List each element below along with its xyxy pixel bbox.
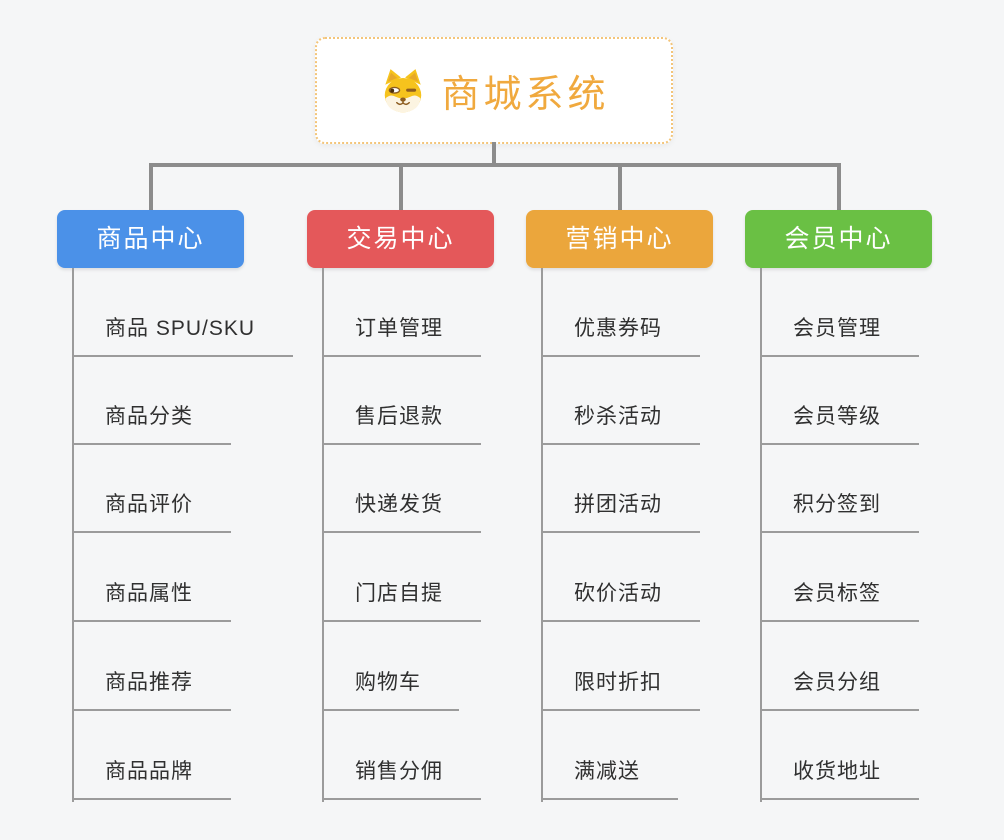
leaf-node[interactable]: 限时折扣 [542, 669, 700, 711]
branch-spine-product-center [72, 268, 74, 802]
root-title: 商城系统 [441, 74, 610, 116]
leaf-node[interactable]: 拼团活动 [542, 491, 700, 533]
leaf-node[interactable]: 收货地址 [761, 758, 919, 800]
leaf-node[interactable]: 销售分佣 [323, 758, 481, 800]
branch-spine-marketing-center [541, 268, 543, 802]
leaf-node[interactable]: 快递发货 [323, 491, 481, 533]
connector-drop-trade-center [398, 163, 403, 210]
connector-drop-product-center [148, 163, 153, 210]
connector-drop-marketing-center [617, 163, 622, 210]
leaf-node[interactable]: 商品品牌 [73, 758, 231, 800]
leaf-node[interactable]: 砍价活动 [542, 580, 700, 622]
leaf-node[interactable]: 优惠券码 [542, 315, 700, 357]
leaf-node[interactable]: 商品推荐 [73, 669, 231, 711]
root-node[interactable]: 商城系统 [315, 37, 673, 144]
branch-spine-member-center [760, 268, 762, 802]
branch-node-trade-center[interactable]: 交易中心 [307, 210, 494, 268]
leaf-node[interactable]: 会员分组 [761, 669, 919, 711]
leaf-node[interactable]: 会员管理 [761, 315, 919, 357]
leaf-node[interactable]: 商品评价 [73, 491, 231, 533]
leaf-node[interactable]: 积分签到 [761, 491, 919, 533]
connector-root-stub [492, 142, 496, 167]
shiba-dog-icon [385, 68, 422, 112]
leaf-node[interactable]: 商品分类 [73, 403, 231, 445]
branch-node-product-center[interactable]: 商品中心 [57, 210, 244, 268]
branch-node-member-center[interactable]: 会员中心 [745, 210, 932, 268]
connector-horizontal [148, 163, 841, 167]
leaf-node[interactable]: 商品 SPU/SKU [73, 315, 294, 357]
leaf-node[interactable]: 购物车 [323, 669, 459, 711]
leaf-node[interactable]: 商品属性 [73, 580, 231, 622]
leaf-node[interactable]: 订单管理 [323, 315, 481, 357]
leaf-node[interactable]: 会员等级 [761, 403, 919, 445]
leaf-node[interactable]: 售后退款 [323, 403, 481, 445]
branch-spine-trade-center [322, 268, 324, 802]
leaf-node[interactable]: 秒杀活动 [542, 403, 700, 445]
leaf-node[interactable]: 满减送 [542, 758, 678, 800]
leaf-node[interactable]: 门店自提 [323, 580, 481, 622]
connector-drop-member-center [836, 163, 841, 210]
leaf-node[interactable]: 会员标签 [761, 580, 919, 622]
branch-node-marketing-center[interactable]: 营销中心 [526, 210, 713, 268]
